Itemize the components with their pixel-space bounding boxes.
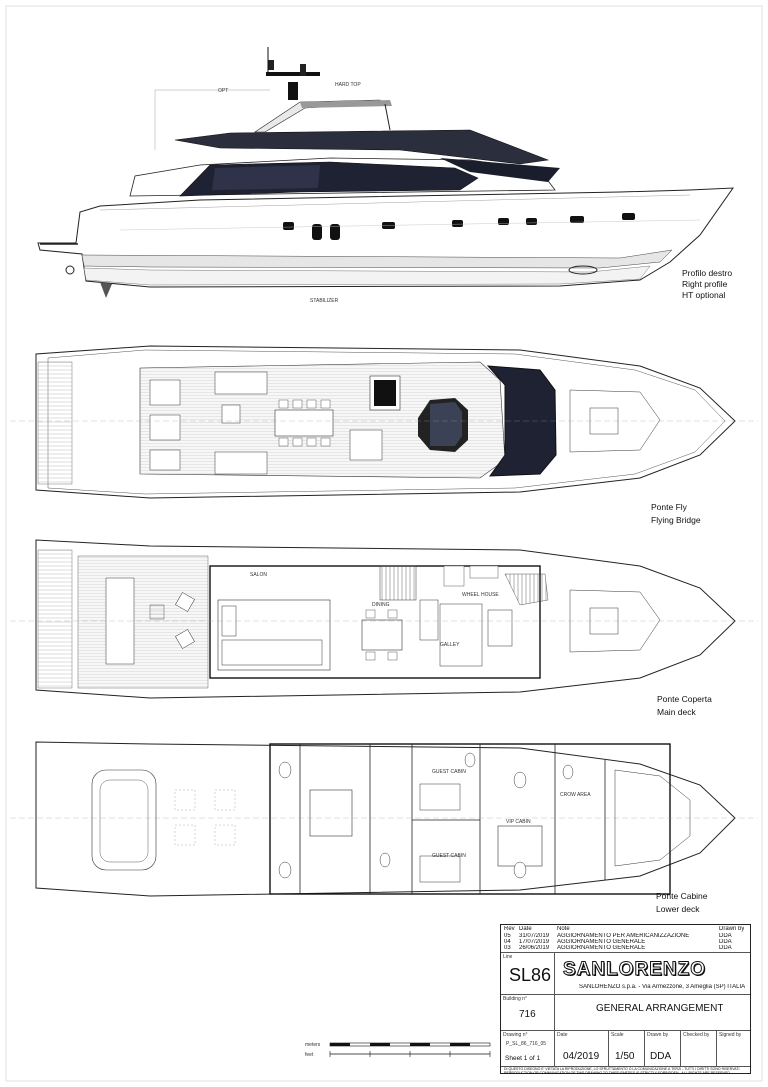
lower-deck-plan [10,741,758,897]
flying-bridge-plan [10,345,758,499]
profile-caption: Profilo destro Right profile HT optional [682,268,732,301]
note-cell: AGGIORNAMENTO GENERALE [557,939,646,945]
salon-tag: SALON [250,572,267,578]
model-name: SL86 [509,965,552,985]
note-header: Note [557,926,570,932]
date-cell: 31/07/2019 [519,933,550,939]
crew-area-tag: CROW AREA [560,792,591,798]
guest-cabin-tag: GUEST CABIN [432,853,466,859]
rev-cell: 03 [504,945,511,951]
caption-line: Profilo destro [682,268,733,278]
signed-cell: Signed by [717,1031,752,1067]
rev-cell: 05 [504,933,511,939]
signed-label: Signed by [719,1032,742,1038]
drawing-number: P_SL_86_716_05 [506,1041,547,1047]
drawn-value: DDA [650,1051,672,1062]
date-value: 04/2019 [563,1051,600,1062]
rev-cell: 04 [504,939,511,945]
drawing-title: GENERAL ARRANGEMENT [596,1003,724,1014]
caption-line: Flying Bridge [651,515,701,525]
drawing-info-row: Drawing n° P_SL_86_716_05 Sheet 1 of 1 D… [501,1031,750,1067]
caption-line: Main deck [657,707,696,717]
hard-top-tag: HARD TOP [335,82,361,88]
wheel-house-tag: WHEEL HOUSE [462,592,499,598]
vip-cabin-tag: VIP CABIN [506,819,531,825]
model-brand-row: Line SL86 SANLORENZO SANLORENZO s.p.a. -… [501,953,750,995]
fly-caption: Ponte Fly Flying Bridge [651,501,701,527]
date-cell: 26/06/2019 [519,945,550,951]
disclaimer-english: REPRODUCTION OR COMMUNICATION OF THIS DR… [504,1071,730,1075]
drawn-label: Drawn by [647,1032,669,1038]
note-cell: AGGIORNAMENTO GENERALE [557,945,646,951]
opt-tag: OPT [218,88,229,94]
scale-bar [329,1042,491,1057]
rev-header: Rev [504,926,515,932]
drawing-number-label: Drawing n° [503,1032,528,1038]
line-label: Line [503,954,513,960]
scale-value: 1/50 [615,1051,635,1062]
building-number: 716 [519,1009,536,1020]
drawn-by-header: Drawn by [719,926,745,932]
caption-line: Ponte Fly [651,502,687,512]
stabilizer-tag: STABILIZER [310,298,339,304]
scale-feet-label: feet [305,1052,314,1058]
date-cell: 17/07/2019 [519,939,550,945]
right-profile-view [37,47,734,298]
title-block: Rev Date Note Drawn by 05 31/07/2019 AGG… [500,924,751,1075]
galley-tag: GALLEY [440,642,460,648]
dining-tag: DINING [372,602,390,608]
lower-deck-caption: Ponte Cabine Lower deck [656,890,708,916]
caption-line: Lower deck [656,904,700,914]
drawn-cell: DDA [719,945,732,951]
disclaimer-italian: DI QUESTO DISEGNO E' VIETATA LA RIPRODUZ… [504,1067,740,1071]
checked-cell: Checked by [681,1031,717,1067]
model-cell: Line SL86 [501,953,555,995]
date-header: Date [519,926,532,932]
drawn-cell: DDA [719,939,732,945]
guest-cabin-tag: GUEST CABIN [432,769,466,775]
drawn-cell: DDA [719,933,732,939]
caption-line: Ponte Coperta [657,694,712,704]
building-label: Building n° [503,996,527,1002]
date-cell: Date 04/2019 [555,1031,609,1067]
drawn-cell: Drawn by DDA [645,1031,681,1067]
scale-label: Scale [611,1032,624,1038]
checked-label: Checked by [683,1032,710,1038]
caption-line: Right profile [682,279,728,289]
caption-line: Ponte Cabine [656,891,708,901]
note-cell: AGGIORNAMENTO PER AMERICANIZZAZIONE [557,933,690,939]
building-title-row: Building n° 716 GENERAL ARRANGEMENT [501,995,750,1031]
brand-logo: SANLORENZO [563,959,706,981]
revision-table: Rev Date Note Drawn by 05 31/07/2019 AGG… [501,925,750,953]
scale-meters-label: meters [305,1042,321,1048]
company-address: SANLORENZO s.p.a. - Via Armezzone, 3 Ame… [579,984,746,990]
main-deck-plan [10,539,758,699]
caption-line: HT optional [682,290,726,300]
drawing-number-cell: Drawing n° P_SL_86_716_05 Sheet 1 of 1 [501,1031,555,1067]
main-deck-caption: Ponte Coperta Main deck [657,693,712,719]
scale-cell: Scale 1/50 [609,1031,645,1067]
sheet-number: Sheet 1 of 1 [505,1055,541,1062]
building-cell: Building n° 716 [501,995,555,1031]
date-label: Date [557,1032,568,1038]
